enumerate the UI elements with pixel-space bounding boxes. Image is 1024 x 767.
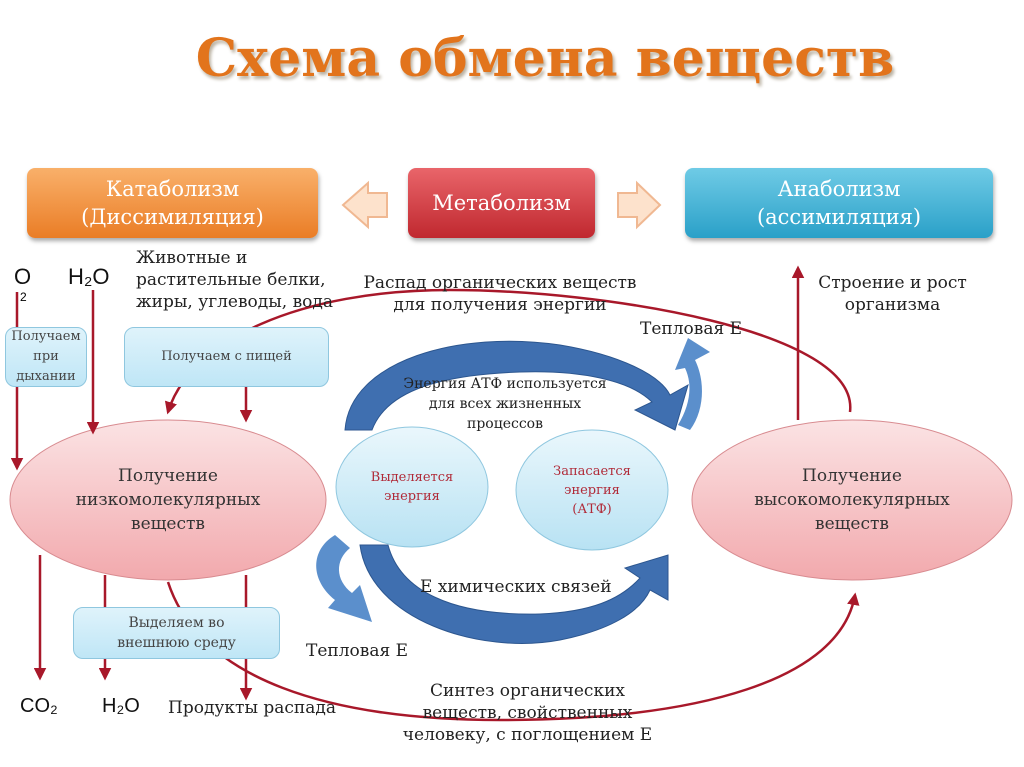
food-box: Получаем с пищей (124, 327, 329, 387)
anabolism-label: Анаболизм (777, 177, 901, 201)
heat-bottom-arrow-icon (316, 535, 372, 622)
page-title: Схема обмена веществ (195, 28, 895, 89)
co2-label: CO₂ (20, 695, 58, 717)
top-cycle-arrow-icon (344, 340, 689, 431)
catabolism-label: Катаболизм (105, 177, 240, 201)
heat-top-label: Тепловая Е (640, 319, 743, 339)
products-label: Продукты распада (168, 698, 336, 718)
heat-bottom-label: Тепловая Е (306, 641, 409, 661)
catabolism-box: Катаболизм (Диссимиляция) (27, 168, 318, 238)
heat-top-arrow-icon (675, 338, 710, 430)
release-ellipse-shape (335, 426, 489, 548)
left-arrow-icon (341, 180, 388, 230)
anabolism-sub: (ассимиляция) (756, 205, 922, 229)
metabolism-box: Метаболизм (408, 168, 595, 238)
h2o-output-label: H₂O (102, 695, 140, 717)
bottom-cycle-arrow-icon (359, 544, 669, 644)
h2o-input-label: H₂O (68, 264, 110, 289)
catabolism-sub: (Диссимиляция) (81, 205, 264, 229)
o2-subscript: 2 (20, 290, 27, 304)
store-ellipse-shape (515, 429, 669, 551)
right-arrow-icon (617, 180, 662, 230)
metabolism-label: Метаболизм (432, 191, 571, 215)
left-ellipse-shape (9, 419, 327, 581)
chem-bonds-label: Е химических связей (420, 577, 612, 597)
anabolism-box: Анаболизм (ассимиляция) (685, 168, 993, 238)
o2-label: O (14, 264, 32, 289)
right-ellipse-shape (691, 419, 1013, 581)
